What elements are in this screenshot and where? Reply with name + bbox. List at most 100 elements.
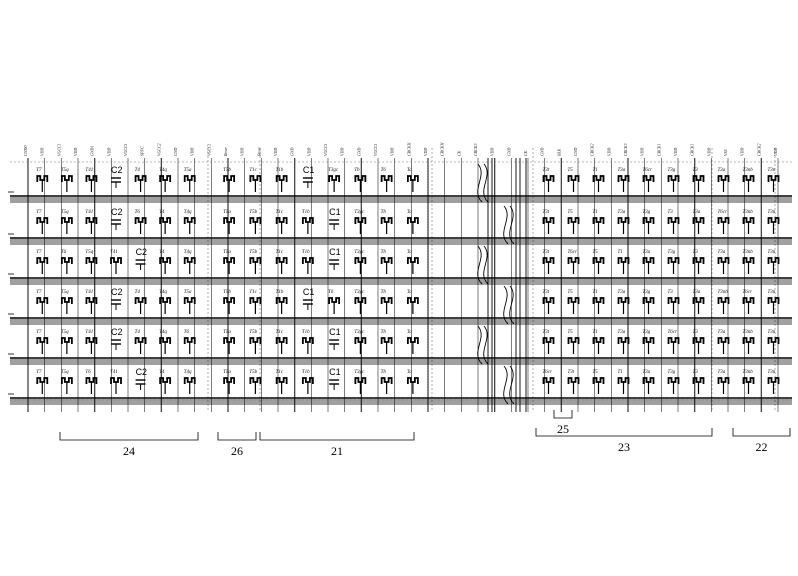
component-label: T5 — [568, 210, 574, 215]
transistor-cell: T1c — [276, 250, 287, 274]
component-label: T1c — [276, 250, 284, 255]
component-label: T3g — [643, 330, 651, 335]
bracket-line — [733, 428, 790, 436]
group-label: 23 — [618, 440, 630, 454]
component-label: T3a — [718, 330, 726, 335]
transistor-cell: T5 — [568, 168, 579, 192]
transistor-cell: T3a — [718, 370, 729, 394]
component-label: C1 — [303, 165, 315, 175]
signal-label: VDD — [606, 148, 611, 156]
group-bracket: 22 — [733, 428, 790, 454]
transistor-cell: T1c — [276, 370, 287, 394]
component-label: T5b — [249, 210, 257, 215]
transistor-cell: T6 — [135, 210, 146, 234]
component-label: T6cr — [543, 370, 553, 375]
component-label: T41 — [85, 330, 93, 335]
capacitor-cell: C1 — [303, 165, 315, 188]
component-label: T6cr — [568, 250, 578, 255]
component-label: T1b — [302, 250, 310, 255]
component-label: T4 — [135, 290, 141, 295]
component-label: T3gc — [354, 210, 365, 215]
capacitor-cell: C2 — [111, 165, 123, 188]
component-label: Tb — [381, 210, 387, 215]
component-label: T5q — [61, 370, 69, 375]
transistor-cell: T3g — [643, 290, 654, 314]
component-label: T4 — [159, 370, 165, 375]
transistor-cell: T3g — [643, 210, 654, 234]
component-label: T3n — [768, 330, 776, 335]
signal-label: VDD — [423, 148, 428, 156]
transistor-cell: T6 — [381, 168, 392, 192]
transistor-cell: T1c — [276, 330, 287, 354]
component-label: T3 — [668, 290, 674, 295]
signal-label: GND — [356, 147, 361, 156]
transistor-cell: T6cr — [543, 370, 554, 394]
transistor-cell: T3gc — [354, 210, 365, 234]
component-label: T1c — [276, 370, 284, 375]
component-label: Tb — [354, 168, 360, 173]
component-label: T3g — [668, 370, 676, 375]
component-label: T5b — [249, 250, 257, 255]
transistor-cell: T3nb — [743, 330, 754, 354]
transistor-cell: T1b — [276, 168, 287, 192]
signal-label: GND — [290, 147, 295, 156]
transistor-cell: T4q — [184, 370, 195, 394]
component-label: T41 — [85, 290, 93, 295]
transistor-cell: T3a — [618, 210, 629, 234]
transistor-cell: Ta — [407, 330, 418, 354]
signal-label: GND — [540, 147, 545, 156]
component-label: T1 — [618, 250, 623, 255]
transistor-cell: T5q — [61, 210, 72, 234]
transistor-cell: T1 — [593, 290, 604, 314]
group-label: 21 — [331, 444, 343, 458]
transistor-cell: T5b — [223, 290, 234, 314]
signal-label: VDD — [390, 148, 395, 156]
component-label: T41 — [85, 210, 93, 215]
bracket-line — [218, 432, 256, 440]
transistor-cell: T3a — [618, 330, 629, 354]
component-label: T4 — [159, 210, 165, 215]
component-label: T4q — [184, 370, 192, 375]
transistor-cell: Tb — [381, 210, 392, 234]
component-label: C2 — [136, 247, 148, 257]
signal-label: VGCC1 — [123, 143, 128, 156]
signal-label: VGCC1 — [206, 143, 211, 156]
component-label: Ta — [407, 370, 412, 375]
signal-label: Reset — [256, 146, 261, 157]
component-label: T5a — [223, 210, 231, 215]
bracket-line — [60, 432, 198, 440]
component-label: Tb — [381, 290, 387, 295]
component-label: T41 — [110, 250, 118, 255]
component-label: Tb — [381, 250, 387, 255]
transistor-cell: T3nb — [743, 168, 754, 192]
component-label: C1 — [329, 207, 341, 217]
transistor-cell: T3a — [718, 330, 729, 354]
component-label: T7 — [36, 210, 42, 215]
component-label: T3nb — [718, 290, 729, 295]
component-label: C1 — [303, 287, 315, 297]
component-label: T1b — [276, 290, 284, 295]
component-label: T1b — [302, 330, 310, 335]
component-label: T3t — [543, 290, 550, 295]
component-label: T5 — [568, 330, 574, 335]
signal-label: CRCKH — [406, 142, 411, 156]
transistor-cell: T4q — [184, 250, 195, 274]
transistor-cell: Ta — [407, 168, 418, 192]
group-label: 25 — [557, 422, 569, 436]
signal-label: GND — [173, 147, 178, 156]
transistor-cell: T5 — [593, 250, 604, 274]
transistor-cell: T3a — [643, 370, 654, 394]
transistor-cell: Tb — [381, 330, 392, 354]
signal-label: GND — [506, 147, 511, 156]
component-label: Ta — [407, 330, 412, 335]
transistor-cell: Tb — [381, 250, 392, 274]
component-label: T6 — [381, 168, 387, 173]
component-label: C1 — [329, 367, 341, 377]
signal-label: VDD — [306, 148, 311, 156]
component-label: T3nb — [743, 330, 754, 335]
component-label: T3gc — [354, 370, 365, 375]
capacitor-cell: C1 — [329, 247, 341, 270]
transistor-cell: T7 — [36, 168, 47, 192]
transistor-cell: T7 — [36, 250, 47, 274]
component-label: T3n — [768, 250, 776, 255]
